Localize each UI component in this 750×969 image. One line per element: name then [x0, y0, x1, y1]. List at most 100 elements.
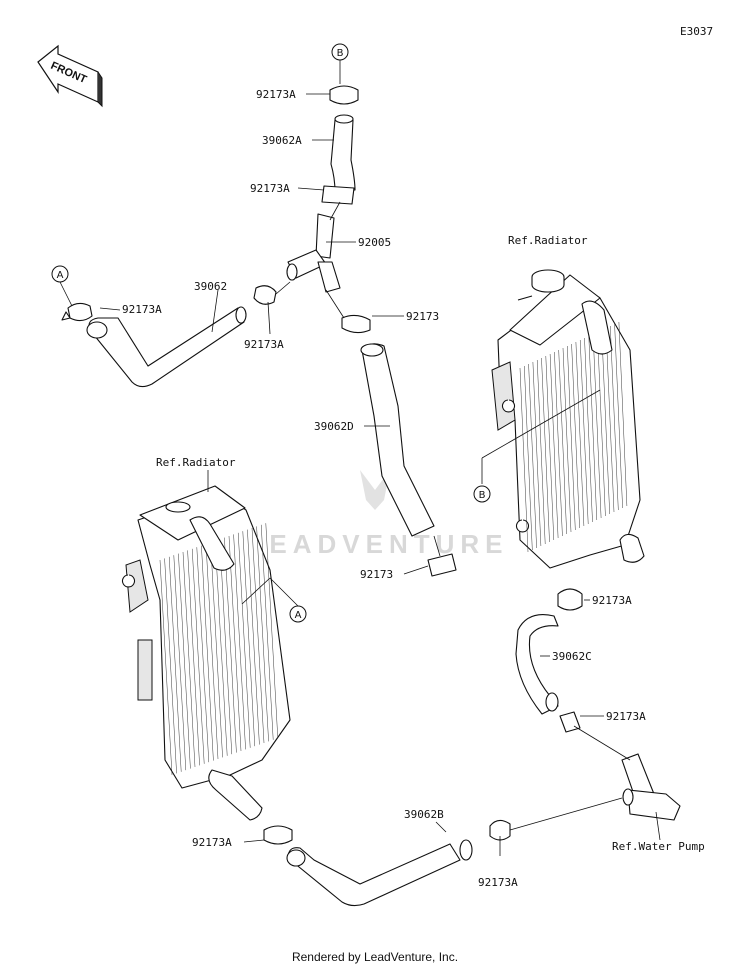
radiator-fin [597, 331, 606, 517]
label-clamp-pump: 92173A [478, 876, 518, 889]
radiator-fin [164, 558, 177, 774]
label-ref-radiator-left: Ref.Radiator [156, 456, 236, 469]
footer-credit: Rendered by LeadVenture, Inc. [291, 950, 459, 964]
radiator-fin [558, 349, 567, 535]
radiator-fin [519, 367, 529, 553]
hose-39062 [86, 306, 247, 388]
label-hose-right: 39062C [552, 650, 592, 663]
radiator-fin [168, 556, 182, 772]
front-arrow-icon: FRONT [37, 44, 103, 108]
radiator-fin [532, 361, 542, 547]
radiator-fin [224, 537, 237, 753]
radiator-fin [228, 535, 242, 752]
radiator-fin [601, 329, 610, 515]
radiator-fin [242, 531, 256, 747]
label-hose-left: 39062 [194, 280, 227, 293]
radiator-fin [178, 553, 191, 769]
radiator-left [121, 485, 291, 821]
radiator-fin [536, 359, 546, 545]
label-clamp-middle: 92173 [360, 568, 393, 581]
label-hose-bottom: 39062B [404, 808, 444, 821]
radiator-fin [545, 355, 555, 541]
radiator-fin [592, 333, 602, 519]
radiator-fin [214, 540, 228, 756]
label-hose-middle: 39062D [314, 420, 354, 433]
label-clamp-right-lower: 92173A [606, 710, 646, 723]
label-clamp-left-radiator: 92173A [192, 836, 232, 849]
hose-39062A [330, 114, 356, 193]
water-pump-fitting [621, 753, 681, 821]
radiator-fin [256, 526, 269, 742]
clamp-joint-left [253, 285, 277, 305]
radiator-fin [554, 351, 563, 537]
radiator-fin [201, 545, 214, 761]
clamp-right-lower [559, 711, 581, 733]
label-clamp-top: 92173A [256, 88, 296, 101]
label-ref-water-pump: Ref.Water Pump [612, 840, 705, 853]
radiator-fin [610, 325, 619, 511]
clamp-top [329, 85, 359, 105]
label-hose-top: 39062A [262, 134, 302, 147]
radiator-fin [584, 337, 593, 523]
radiator-fin [588, 335, 598, 521]
label-clamp-joint-left: 92173A [244, 338, 284, 351]
hose-39062C [515, 614, 559, 715]
label-clamp-left: 92173A [122, 303, 162, 316]
radiator-fin [260, 524, 274, 740]
label-clamp-upper: 92173A [250, 182, 290, 195]
radiator-fin [562, 347, 572, 533]
radiator-fin [237, 532, 251, 748]
svg-text:A: A [57, 270, 64, 281]
watermark-logo: LEADVENTURE [247, 470, 508, 559]
radiator-fin [205, 543, 219, 760]
callout-b-right: B [473, 485, 491, 503]
radiator-fin [219, 539, 233, 755]
radiator-fin [571, 343, 580, 529]
radiator-fin [549, 353, 559, 539]
radiator-fin [541, 357, 550, 543]
watermark-text: LEADVENTURE [247, 529, 508, 559]
svg-text:B: B [337, 48, 344, 59]
radiator-fin [233, 534, 246, 750]
radiator-fin [173, 555, 187, 771]
radiator-fin [567, 345, 576, 531]
clamp-left-radiator [263, 825, 293, 845]
radiator-fin [614, 323, 623, 509]
callout-b-top: B [331, 43, 349, 61]
label-ref-radiator-right: Ref.Radiator [508, 234, 588, 247]
hose-39062B [286, 839, 473, 907]
joint-92005 [286, 213, 341, 293]
clamp-upper [321, 185, 355, 205]
clamp-pump [489, 819, 511, 841]
radiator-fin [618, 321, 628, 507]
leader-lines [99, 60, 661, 856]
label-joint: 92005 [358, 236, 391, 249]
radiator-fin [575, 341, 585, 527]
hose-39062D [360, 343, 435, 537]
radiator-fin [159, 559, 173, 776]
radiator-fin [579, 339, 589, 525]
clamp-left [61, 302, 93, 322]
radiator-fin [210, 542, 223, 758]
radiator-fin [196, 547, 210, 763]
radiator-fin [524, 365, 533, 551]
clamp-joint-right [341, 314, 371, 334]
radiator-right [491, 269, 645, 569]
clamp-right-radiator [557, 588, 583, 611]
label-clamp-right-radiator: 92173A [592, 594, 632, 607]
radiator-fin [187, 550, 200, 766]
diagram-code: E3037 [680, 25, 713, 38]
radiator-fin [528, 363, 537, 549]
radiator-fin [265, 523, 279, 739]
svg-text:A: A [295, 610, 302, 621]
svg-text:B: B [479, 490, 486, 501]
clamp-middle [427, 553, 457, 577]
radiator-fin [247, 529, 260, 745]
radiator-fin [182, 551, 196, 768]
label-clamp-joint-right: 92173 [406, 310, 439, 323]
callout-a-left: A [51, 265, 69, 283]
radiator-fin [251, 527, 265, 744]
callout-a-radiator: A [289, 605, 307, 623]
